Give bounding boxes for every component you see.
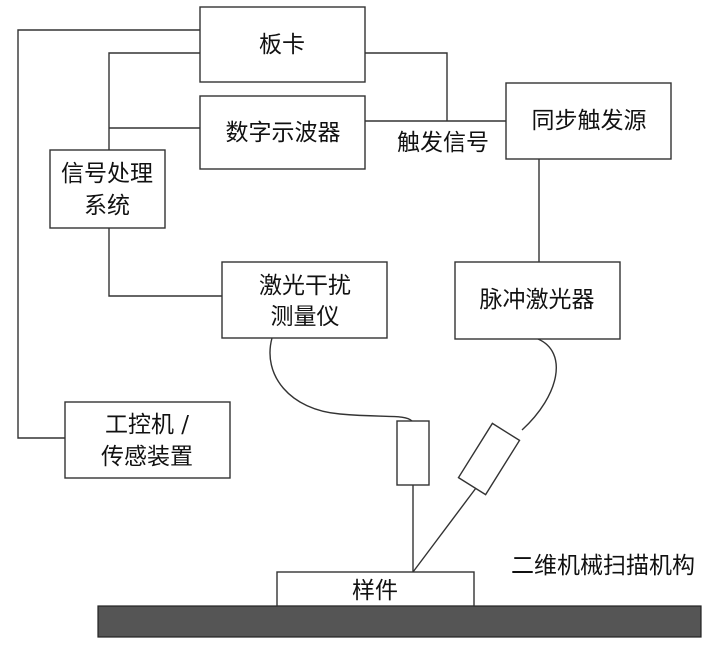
board-box xyxy=(199,6,366,83)
interferometer-label-line1: 激光干扰 xyxy=(259,273,351,299)
interferometer-fiber xyxy=(269,337,413,422)
oscilloscope-box xyxy=(199,95,366,170)
oscilloscope-label: 数字示波器 xyxy=(226,120,341,146)
laser-fiber xyxy=(521,338,557,431)
scan-mechanism-label: 二维机械扫描机构 xyxy=(511,553,695,579)
board-label: 板卡 xyxy=(259,32,305,58)
trigger-signal-label: 触发信号 xyxy=(397,130,489,156)
interferometer-box xyxy=(221,261,388,339)
excitation-probe xyxy=(457,422,521,496)
sample-label: 样件 xyxy=(352,578,398,604)
signal-processing-label-line2: 系统 xyxy=(84,193,130,219)
scan-stage xyxy=(97,605,702,638)
detection-probe xyxy=(396,420,430,486)
sample-box xyxy=(276,571,475,607)
board-trunk-line xyxy=(108,52,200,150)
interferometer-label-line2: 测量仪 xyxy=(271,304,340,330)
pulse-laser-label: 脉冲激光器 xyxy=(480,287,595,313)
signal-processing-box xyxy=(49,149,166,229)
signal-processing-label-line1: 信号处理 xyxy=(61,161,153,187)
board-to-trigger-line xyxy=(365,52,448,121)
sync-trigger-box xyxy=(505,82,672,160)
pulse-laser-box xyxy=(454,261,621,340)
connection-lines xyxy=(17,29,557,573)
excitation-beam xyxy=(412,487,477,573)
pc-to-board-line xyxy=(17,29,200,439)
industrial-pc-label-line2: 传感装置 xyxy=(101,444,193,470)
signal-to-interferometer-line xyxy=(108,228,222,297)
sync-trigger-label: 同步触发源 xyxy=(532,108,647,134)
industrial-pc-label-line1: 工控机 / xyxy=(105,412,189,438)
industrial-pc-box xyxy=(64,401,231,479)
